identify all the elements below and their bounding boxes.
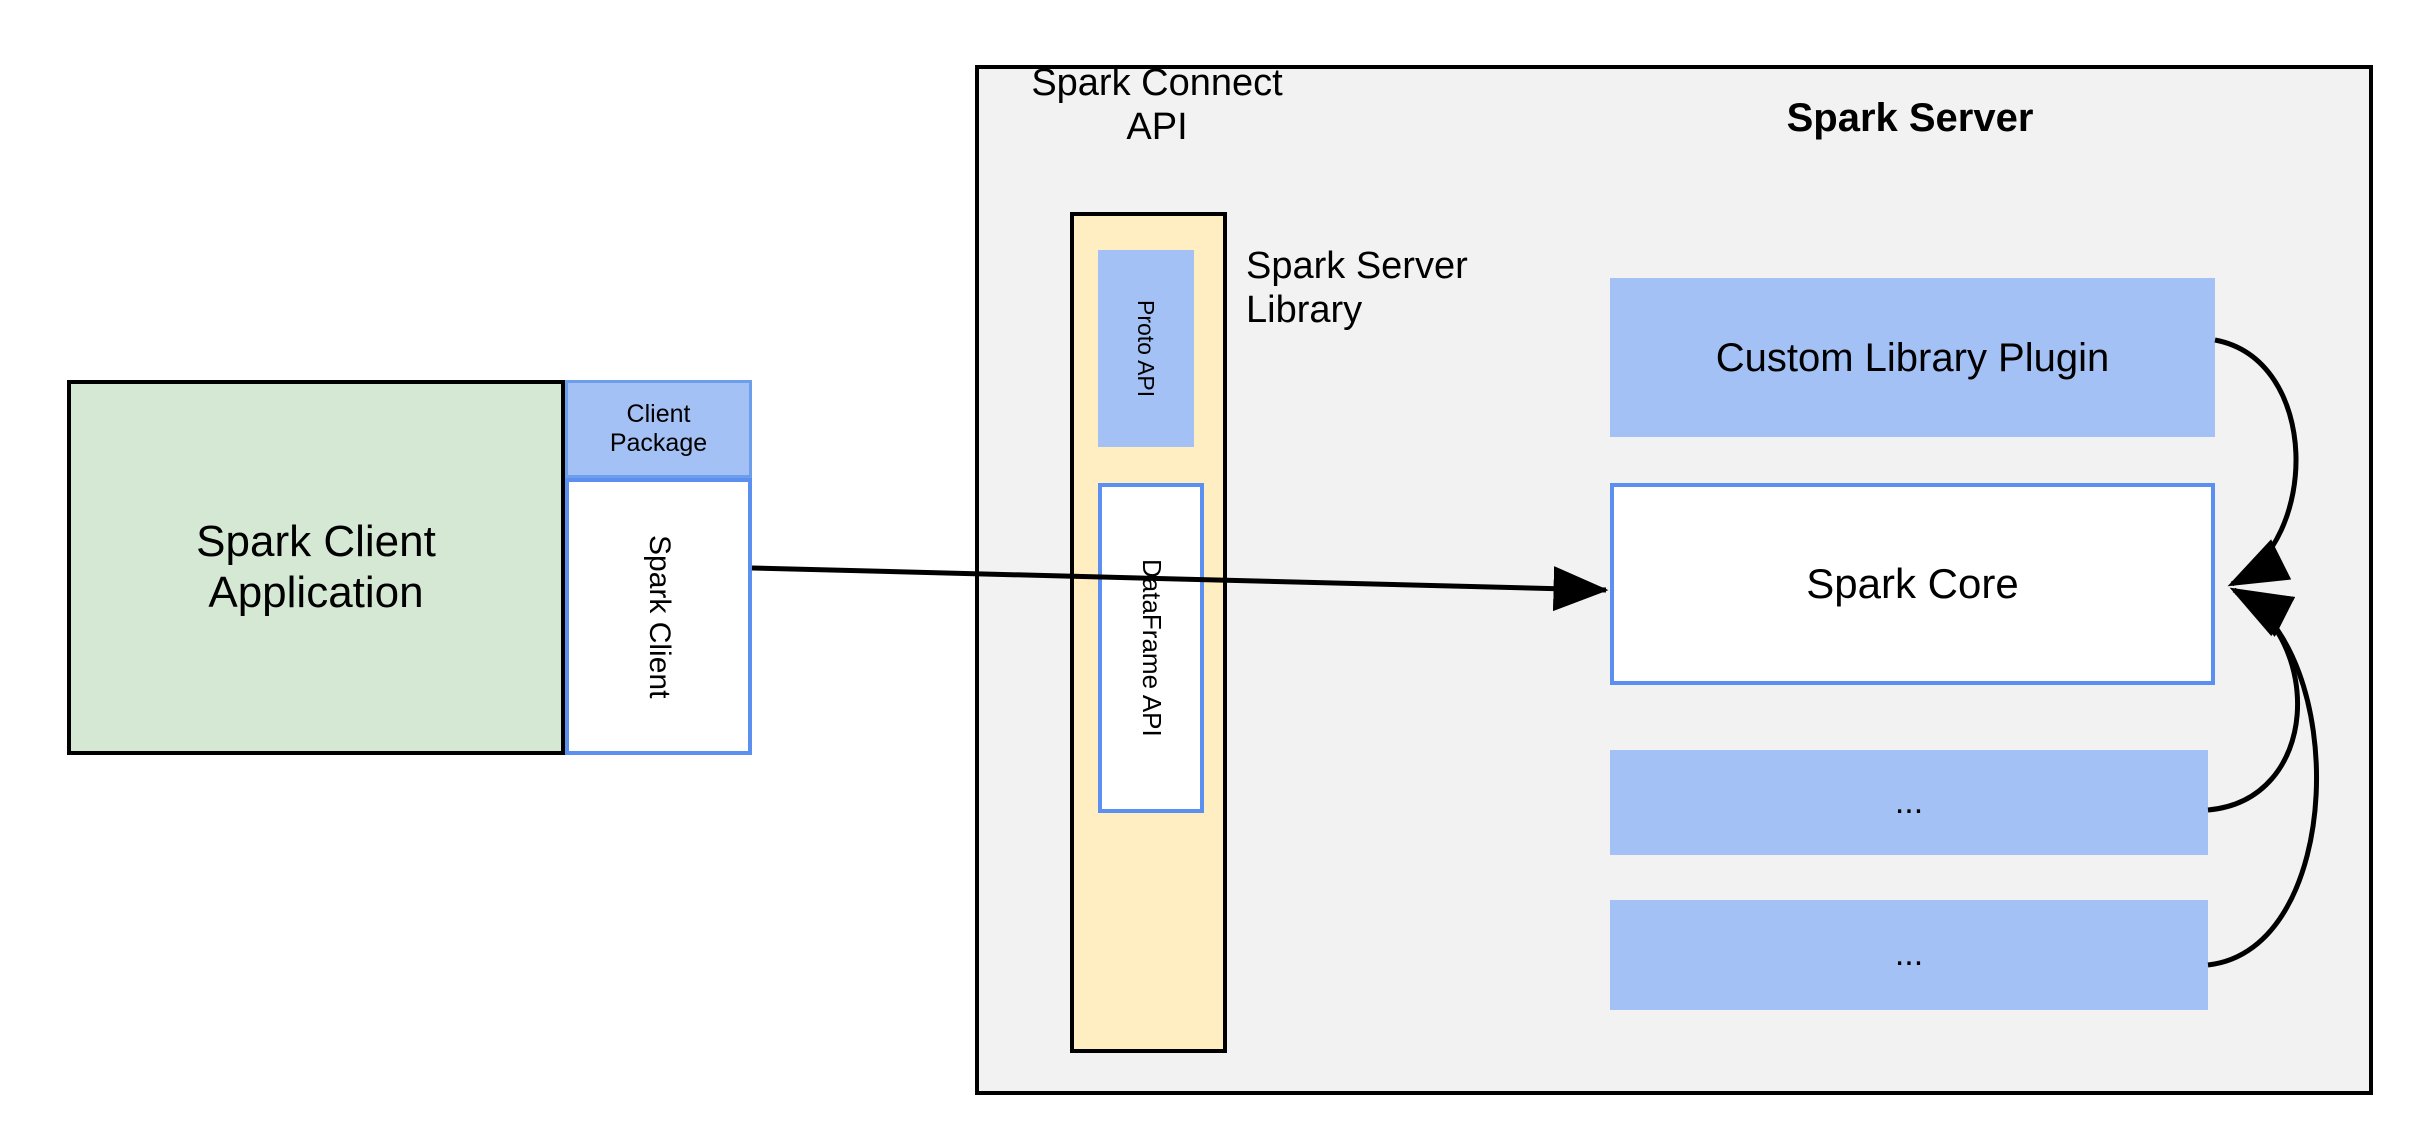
custom-library-plugin-label: Custom Library Plugin [1715,335,2110,380]
proto-api-box[interactable]: Proto API [1098,250,1194,447]
spark-client-application-label-line2: Application [208,567,424,617]
ellipsis-box-2-label: ... [1894,935,1924,974]
client-package-box[interactable]: Client Package [565,380,752,478]
spark-server-library-label-line1: Spark Server [1246,245,1468,287]
ellipsis-box-1[interactable]: ... [1610,750,2208,855]
proto-api-label: Proto API [1133,299,1160,398]
ellipsis-box-1-label: ... [1894,782,1924,821]
dataframe-api-label: DataFrame API [1136,559,1167,737]
spark-client-application-box[interactable]: Spark Client Application [67,380,565,755]
client-package-label-line1: Client [626,400,691,429]
spark-client-application-label-line1: Spark Client [196,516,436,566]
dataframe-api-box[interactable]: DataFrame API [1098,483,1204,813]
spark-core-label: Spark Core [1806,559,2019,607]
spark-server-title: Spark Server [1786,96,2034,140]
ellipsis-box-2[interactable]: ... [1610,900,2208,1010]
spark-connect-api-label-line2: API [1126,105,1188,148]
spark-client-label: Spark Client [642,534,676,699]
spark-server-library-label: Spark Server Library [1246,245,1536,333]
spark-core-box[interactable]: Spark Core [1610,483,2215,685]
spark-client-box[interactable]: Spark Client [565,478,752,755]
client-package-label-line2: Package [609,429,708,457]
spark-server-library-label-line2: Library [1246,288,1363,331]
spark-connect-api-label: Spark Connect API [1012,62,1302,148]
spark-connect-api-label-line1: Spark Connect [1031,62,1283,104]
custom-library-plugin-box[interactable]: Custom Library Plugin [1610,278,2215,437]
